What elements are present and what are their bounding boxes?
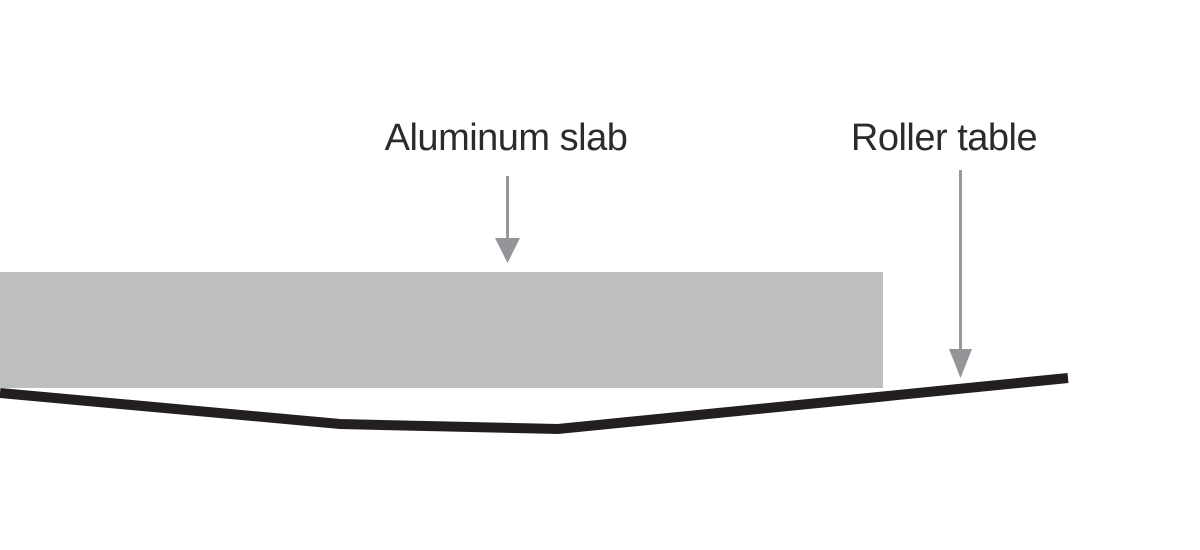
slab-arrow-head xyxy=(495,238,520,263)
roller-arrow-head xyxy=(949,349,972,378)
slab-down-arrow-icon xyxy=(495,176,520,263)
roller-down-arrow-icon xyxy=(949,170,972,378)
aluminum-slab-shape xyxy=(0,272,883,388)
roller-table-label: Roller table xyxy=(850,117,1038,159)
roller-table-line-shape xyxy=(0,373,1069,435)
aluminum-slab-label: Aluminum slab xyxy=(384,117,628,159)
